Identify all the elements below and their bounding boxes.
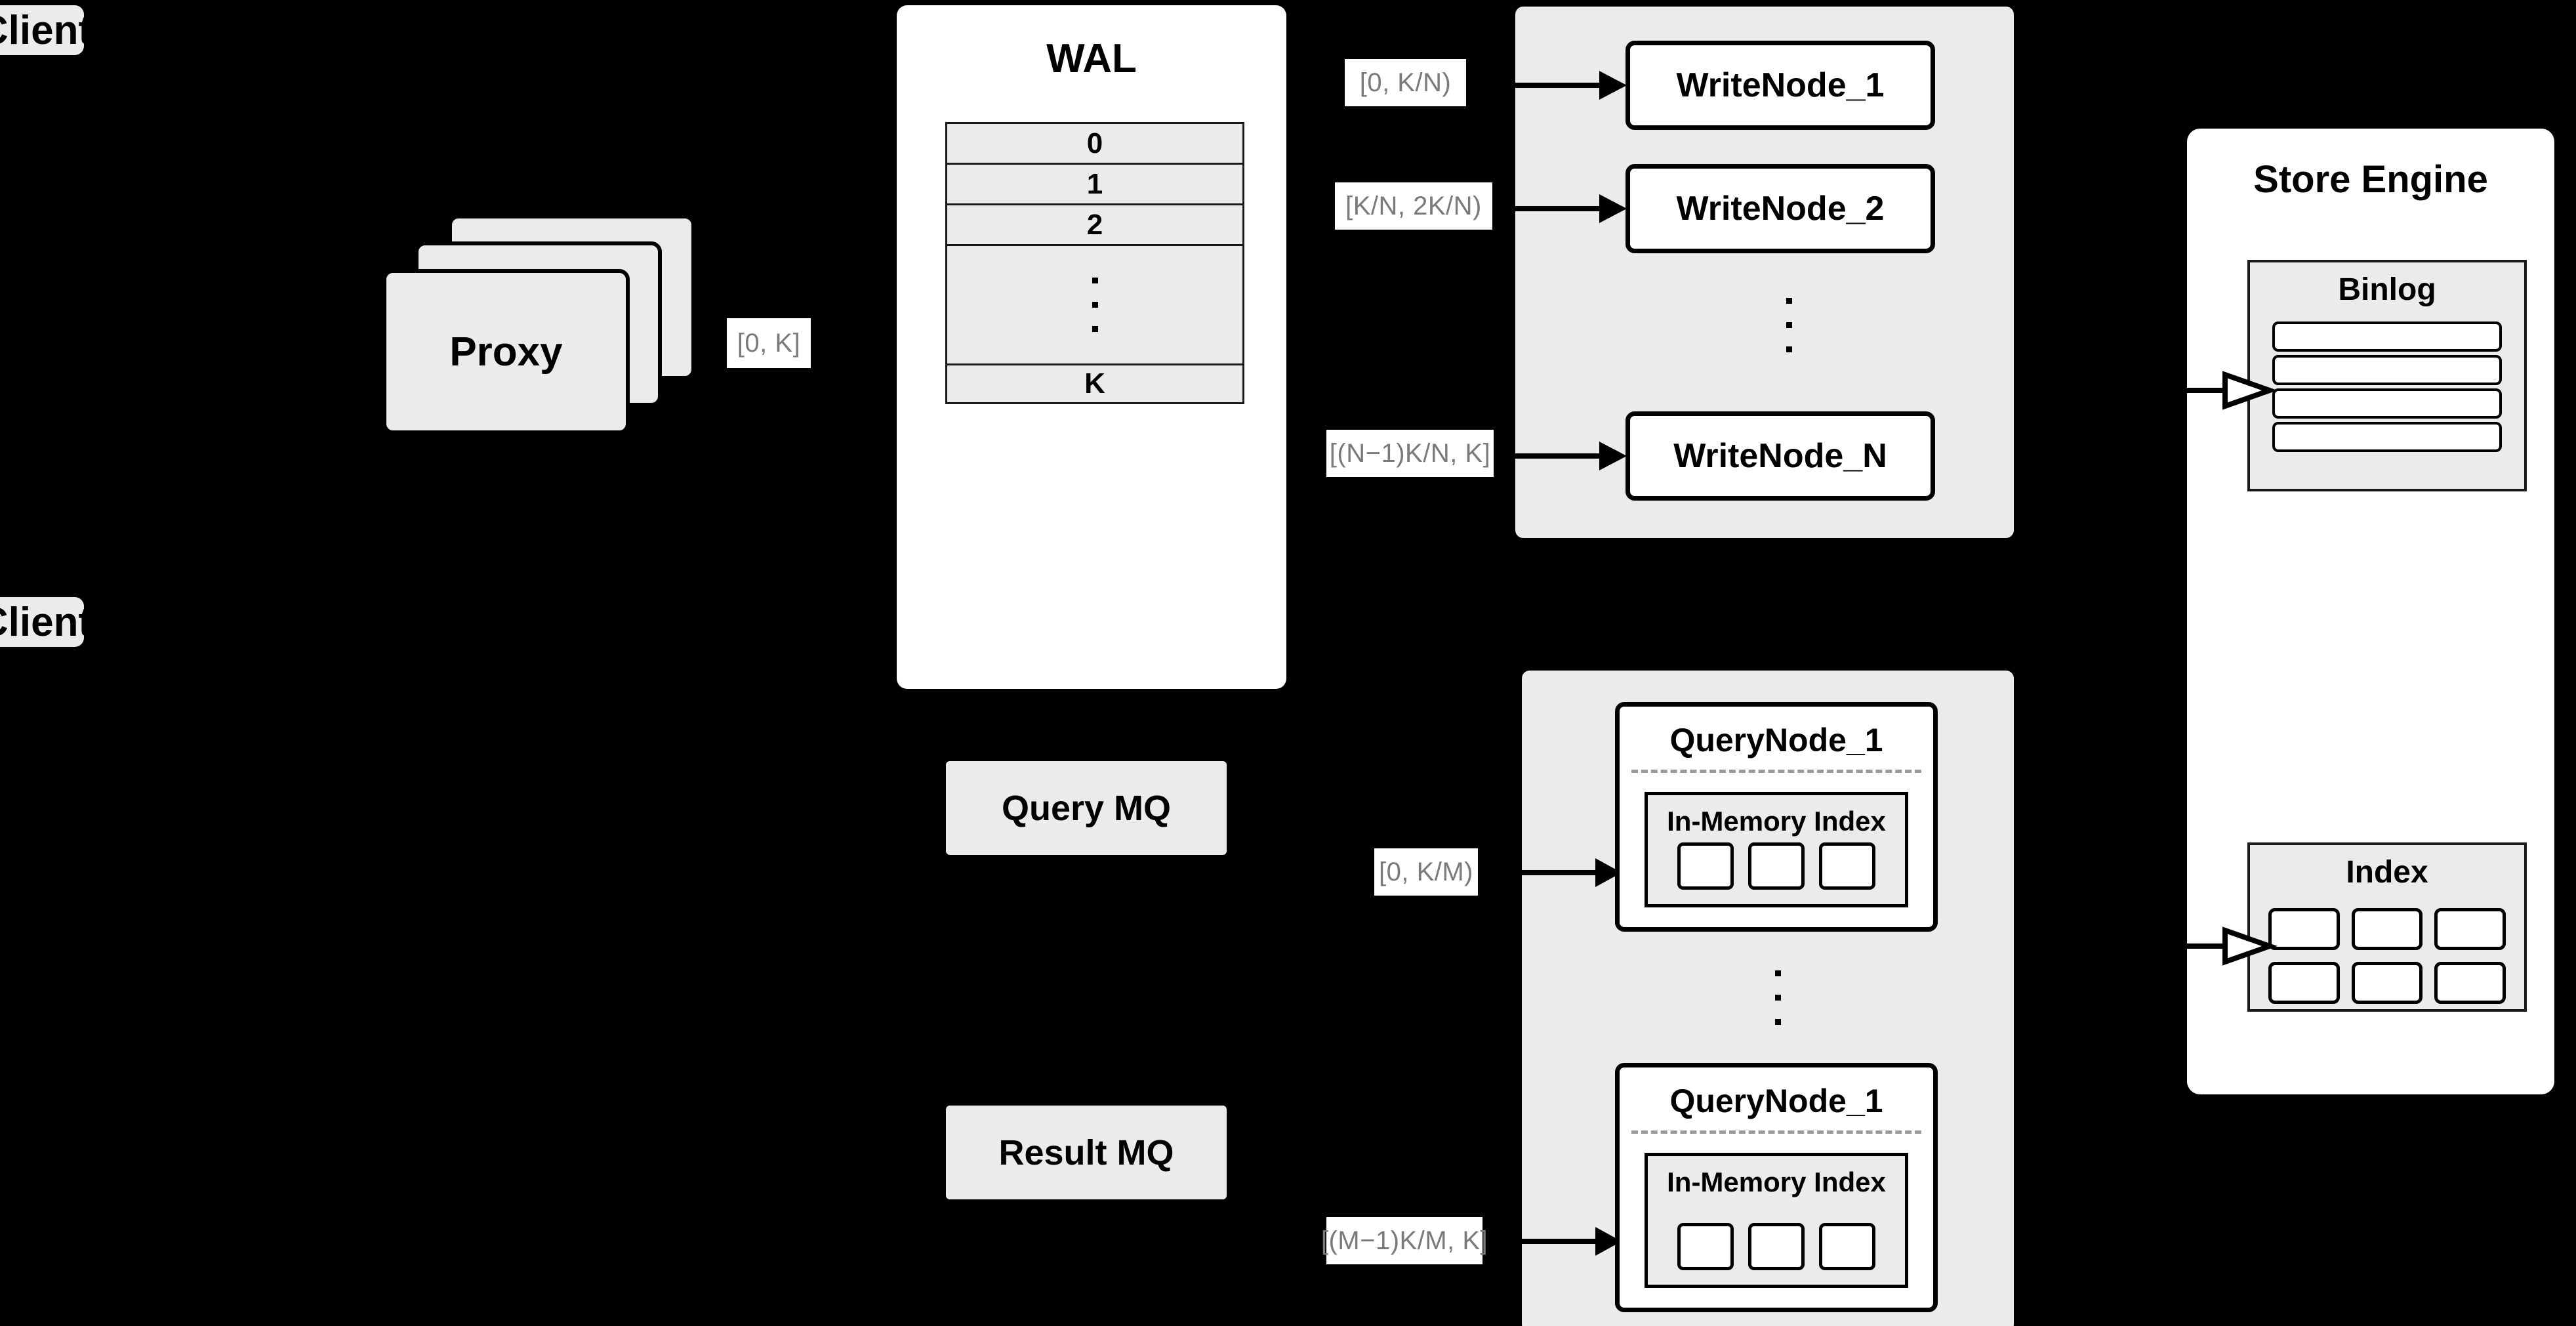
in-memory-index-box-1: In-Memory Index <box>1645 792 1908 907</box>
write-node-2-label: WriteNode_2 <box>1676 190 1885 228</box>
proxy-label: Proxy <box>449 329 563 375</box>
query-range-label-1: [0, K/M) <box>1374 848 1478 896</box>
index-title: Index <box>2346 855 2428 890</box>
arrow-to-write-node-2 <box>1515 194 1627 223</box>
write-range-label-n: [(N−1)K/N, K] <box>1326 430 1494 477</box>
index-cell <box>2434 908 2506 950</box>
index-grid <box>2268 908 2506 1004</box>
query-node-m-title: QueryNode_1 <box>1669 1083 1883 1119</box>
arrow-to-query-node-m <box>1522 1227 1622 1256</box>
query-node-m-separator <box>1631 1130 1921 1134</box>
binlog-title: Binlog <box>2338 272 2436 307</box>
index-cell <box>2351 962 2423 1004</box>
result-mq-label: Result MQ <box>998 1132 1174 1172</box>
binlog-panel: Binlog <box>2247 260 2527 491</box>
index-cell <box>1748 842 1805 890</box>
write-node-1-label: WriteNode_1 <box>1676 66 1885 104</box>
query-node-1-separator <box>1631 770 1921 773</box>
write-range-label-2: [K/N, 2K/N) <box>1335 182 1492 230</box>
in-memory-index-title-m: In-Memory Index <box>1667 1167 1886 1197</box>
index-cell <box>2268 962 2340 1004</box>
client-box-bottom[interactable]: Client <box>0 597 92 647</box>
arrow-to-write-node-1 <box>1515 71 1627 100</box>
query-mq-label: Query MQ <box>1001 788 1172 828</box>
arrow-to-binlog <box>2186 371 2278 410</box>
query-range-label-m: [(M−1)K/M, K] <box>1321 1217 1488 1264</box>
in-memory-index-title-1: In-Memory Index <box>1667 806 1886 837</box>
index-cell <box>2351 908 2423 950</box>
index-cell <box>2434 962 2506 1004</box>
index-cell <box>1748 1223 1805 1270</box>
wal-row: 0 <box>945 122 1244 163</box>
write-node-2[interactable]: WriteNode_2 <box>1625 164 1935 253</box>
binlog-row <box>2272 321 2502 352</box>
wal-row-list: 0 1 2 K <box>945 122 1244 404</box>
in-memory-index-box-m: In-Memory Index <box>1645 1153 1908 1288</box>
store-engine-title: Store Engine <box>2253 158 2488 201</box>
client-label-top: Client <box>0 7 92 53</box>
wal-row: 1 <box>945 163 1244 203</box>
arrow-to-write-node-n <box>1515 442 1627 470</box>
binlog-row <box>2272 355 2502 385</box>
query-node-1[interactable]: QueryNode_1 In-Memory Index <box>1615 702 1938 932</box>
binlog-row <box>2272 388 2502 419</box>
index-cell <box>1819 842 1875 890</box>
write-range-label-1: [0, K/N) <box>1345 59 1466 106</box>
write-node-n-label: WriteNode_N <box>1673 437 1887 475</box>
query-node-1-title: QueryNode_1 <box>1669 722 1883 758</box>
wal-title: WAL <box>1046 36 1137 81</box>
in-memory-index-cells-m <box>1648 1223 1905 1270</box>
write-node-n[interactable]: WriteNode_N <box>1625 411 1935 501</box>
query-node-m[interactable]: QueryNode_1 In-Memory Index <box>1615 1063 1938 1312</box>
wal-row: K <box>945 363 1244 404</box>
query-mq-box[interactable]: Query MQ <box>946 761 1227 855</box>
query-cluster-ellipsis-icon <box>1742 945 1814 1050</box>
index-cell <box>2268 908 2340 950</box>
arrow-to-query-node-1 <box>1522 858 1622 887</box>
proxy-range-label: [0, K] <box>727 318 811 368</box>
index-cell <box>1677 842 1734 890</box>
wal-panel: WAL 0 1 2 K <box>897 5 1286 689</box>
write-node-1[interactable]: WriteNode_1 <box>1625 41 1935 130</box>
in-memory-index-cells-1 <box>1648 842 1905 890</box>
index-panel: Index <box>2247 842 2527 1012</box>
wal-row-ellipsis <box>945 244 1244 363</box>
vertical-ellipsis-icon <box>1092 268 1098 341</box>
client-label-bottom: Client <box>0 599 92 645</box>
binlog-row-list <box>2272 321 2502 455</box>
client-box-top[interactable]: Client <box>0 5 92 55</box>
proxy-card-front[interactable]: Proxy <box>382 269 630 434</box>
index-cell <box>1677 1223 1734 1270</box>
binlog-row <box>2272 422 2502 452</box>
write-cluster-ellipsis-icon <box>1753 272 1825 377</box>
store-engine-panel: Store Engine Binlog Index <box>2187 129 2554 1094</box>
result-mq-box[interactable]: Result MQ <box>946 1106 1227 1199</box>
arrow-to-index <box>2186 926 2278 966</box>
index-cell <box>1819 1223 1875 1270</box>
wal-row: 2 <box>945 203 1244 244</box>
